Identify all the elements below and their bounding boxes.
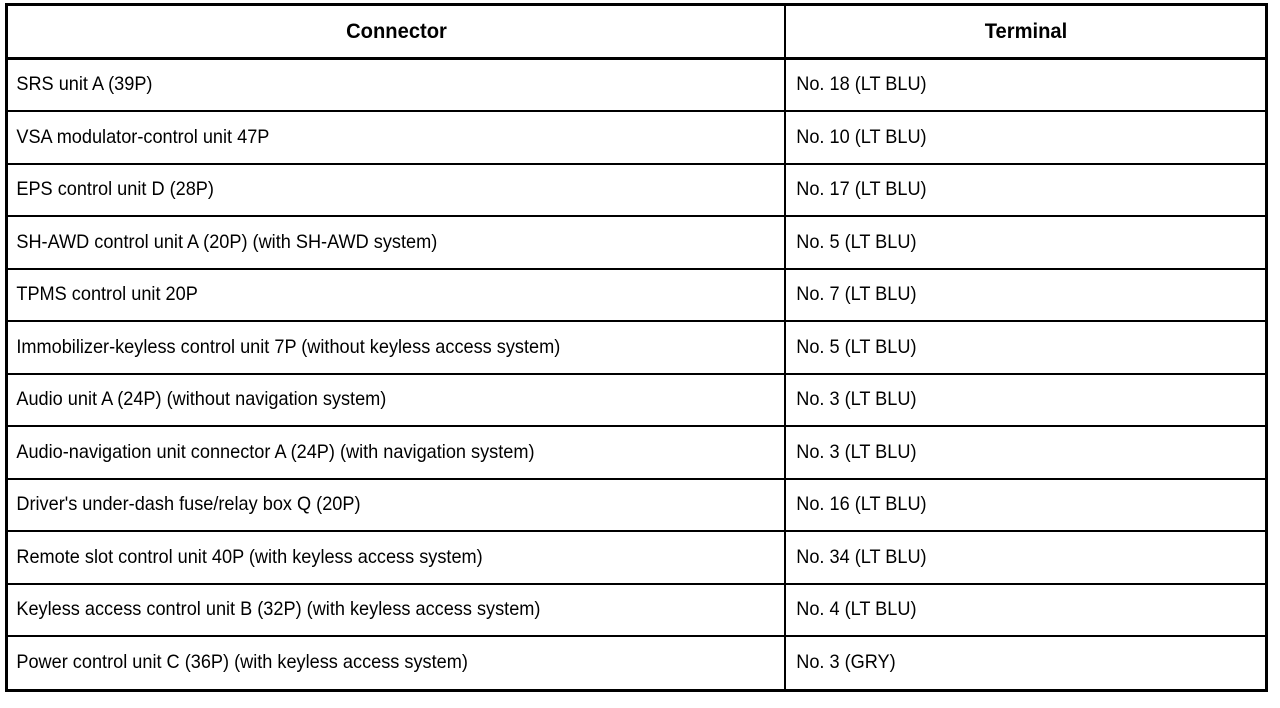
cell-terminal: No. 17 (LT BLU)	[785, 163, 1265, 218]
terminal-value: No. 5 (LT BLU)	[796, 335, 917, 358]
cell-terminal: No. 5 (LT BLU)	[785, 321, 1265, 375]
cell-terminal: No. 3 (LT BLU)	[785, 426, 1265, 480]
cell-terminal: No. 18 (LT BLU)	[785, 58, 1265, 113]
column-header-terminal-label: Terminal	[984, 20, 1067, 43]
cell-terminal: No. 4 (LT BLU)	[785, 583, 1265, 638]
terminal-value: No. 5 (LT BLU)	[796, 230, 917, 253]
table-row: EPS control unit D (28P) No. 17 (LT BLU)	[8, 163, 1265, 218]
connector-value: Power control unit C (36P) (with keyless…	[16, 651, 468, 674]
terminal-value: No. 3 (LT BLU)	[796, 440, 917, 463]
connector-terminal-table-frame: Connector Terminal SRS unit A (39P) No. 1…	[5, 3, 1268, 692]
terminal-value: No. 3 (GRY)	[796, 651, 896, 674]
terminal-value: No. 34 (LT BLU)	[796, 545, 927, 568]
cell-connector: Immobilizer-keyless control unit 7P (wit…	[8, 321, 786, 375]
table-header: Connector Terminal	[8, 6, 1265, 60]
table-header-row: Connector Terminal	[8, 6, 1265, 60]
table-body: SRS unit A (39P) No. 18 (LT BLU) VSA modul…	[8, 58, 1265, 689]
cell-connector: SH-AWD control unit A (20P) (with SH-AWD…	[8, 216, 786, 270]
table-row: SH-AWD control unit A (20P) (with SH-AWD…	[8, 216, 1265, 270]
cell-connector: Driver's under-dash fuse/relay box Q (20…	[8, 478, 786, 533]
cell-terminal: No. 7 (LT BLU)	[785, 268, 1265, 323]
connector-value: Immobilizer-keyless control unit 7P (wit…	[16, 335, 561, 358]
terminal-value: No. 18 (LT BLU)	[796, 73, 927, 96]
connector-value: EPS control unit D (28P)	[16, 178, 214, 201]
column-header-terminal: Terminal	[785, 6, 1265, 60]
table-row: Audio unit A (24P) (without navigation s…	[8, 373, 1265, 428]
terminal-value: No. 4 (LT BLU)	[796, 598, 917, 621]
table-row: TPMS control unit 20P No. 7 (LT BLU)	[8, 268, 1265, 323]
connector-value: Audio unit A (24P) (without navigation s…	[16, 388, 387, 411]
cell-terminal: No. 3 (GRY)	[785, 636, 1265, 689]
cell-terminal: No. 34 (LT BLU)	[785, 531, 1265, 585]
cell-connector: SRS unit A (39P)	[8, 58, 786, 113]
connector-value: SH-AWD control unit A (20P) (with SH-AWD…	[16, 230, 438, 253]
column-header-connector: Connector	[8, 6, 786, 60]
terminal-value: No. 7 (LT BLU)	[796, 283, 917, 306]
connector-value: Audio-navigation unit connector A (24P) …	[16, 440, 535, 463]
table-row: Power control unit C (36P) (with keyless…	[8, 636, 1265, 689]
cell-terminal: No. 10 (LT BLU)	[785, 111, 1265, 165]
connector-value: Remote slot control unit 40P (with keyle…	[16, 545, 483, 568]
connector-value: VSA modulator-control unit 47P	[16, 125, 270, 148]
cell-connector: Power control unit C (36P) (with keyless…	[8, 636, 786, 689]
connector-terminal-table: Connector Terminal SRS unit A (39P) No. 1…	[8, 6, 1265, 689]
table-row: VSA modulator-control unit 47P No. 10 (LT…	[8, 111, 1265, 165]
cell-connector: Audio unit A (24P) (without navigation s…	[8, 373, 786, 428]
cell-connector: Keyless access control unit B (32P) (wit…	[8, 583, 786, 638]
cell-terminal: No. 3 (LT BLU)	[785, 373, 1265, 428]
terminal-value: No. 17 (LT BLU)	[796, 178, 927, 201]
connector-value: Driver's under-dash fuse/relay box Q (20…	[16, 493, 361, 516]
terminal-value: No. 16 (LT BLU)	[796, 493, 927, 516]
table-row: Remote slot control unit 40P (with keyle…	[8, 531, 1265, 585]
column-header-connector-label: Connector	[345, 20, 447, 43]
cell-terminal: No. 5 (LT BLU)	[785, 216, 1265, 270]
table-row: Immobilizer-keyless control unit 7P (wit…	[8, 321, 1265, 375]
table-row: SRS unit A (39P) No. 18 (LT BLU)	[8, 58, 1265, 113]
cell-connector: EPS control unit D (28P)	[8, 163, 786, 218]
terminal-value: No. 10 (LT BLU)	[796, 125, 927, 148]
terminal-value: No. 3 (LT BLU)	[796, 388, 917, 411]
table-row: Audio-navigation unit connector A (24P) …	[8, 426, 1265, 480]
cell-connector: TPMS control unit 20P	[8, 268, 786, 323]
connector-value: Keyless access control unit B (32P) (wit…	[16, 598, 541, 621]
cell-connector: Remote slot control unit 40P (with keyle…	[8, 531, 786, 585]
connector-value: SRS unit A (39P)	[16, 73, 153, 96]
connector-value: TPMS control unit 20P	[16, 283, 198, 306]
cell-terminal: No. 16 (LT BLU)	[785, 478, 1265, 533]
table-row: Driver's under-dash fuse/relay box Q (20…	[8, 478, 1265, 533]
table-row: Keyless access control unit B (32P) (wit…	[8, 583, 1265, 638]
cell-connector: Audio-navigation unit connector A (24P) …	[8, 426, 786, 480]
cell-connector: VSA modulator-control unit 47P	[8, 111, 786, 165]
